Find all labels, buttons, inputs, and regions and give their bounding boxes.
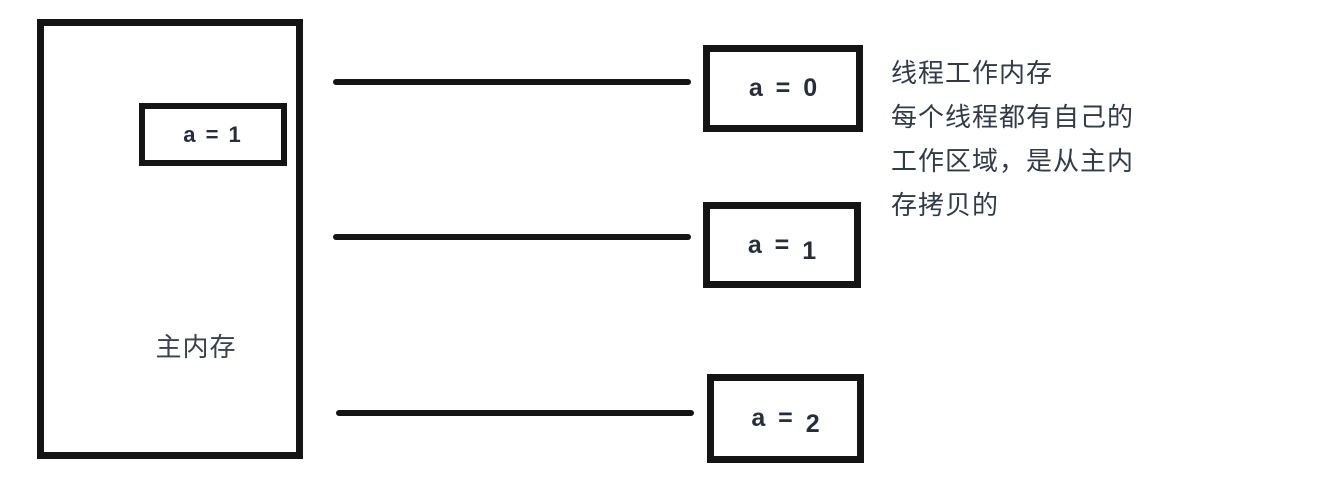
annotation-line-4: 存拷贝的 [891, 190, 1000, 220]
thread-memory-box-1: a = 0 [703, 45, 863, 132]
thread-1-variable-value: 0 [803, 74, 818, 102]
main-memory-variable-text: a = 1 [183, 121, 243, 147]
thread-memory-box-2: a = 1 [703, 202, 861, 288]
connector-line-1 [333, 79, 691, 85]
annotation-line-2: 每个线程都有自己的 [891, 102, 1135, 132]
main-memory-box: a = 1 主内存 [37, 19, 303, 459]
main-memory-label: 主内存 [155, 332, 237, 362]
thread-2-variable-value: 1 [802, 236, 817, 265]
thread-memory-box-3: a = 2 [707, 374, 864, 463]
annotation-line-3: 工作区域，是从主内 [891, 146, 1135, 176]
connector-line-3 [336, 410, 694, 416]
thread-3-variable-lhs: a = [751, 404, 796, 432]
thread-2-variable-lhs: a = [747, 230, 793, 259]
thread-1-variable-lhs: a = [748, 74, 794, 102]
main-memory-variable-box: a = 1 [139, 103, 287, 166]
annotation-line-1: 线程工作内存 [891, 58, 1054, 88]
thread-3-variable-value: 2 [805, 410, 820, 438]
annotation-text: 线程工作内存 每个线程都有自己的 工作区域，是从主内 存拷贝的 [891, 51, 1134, 227]
connector-line-2 [333, 234, 691, 240]
